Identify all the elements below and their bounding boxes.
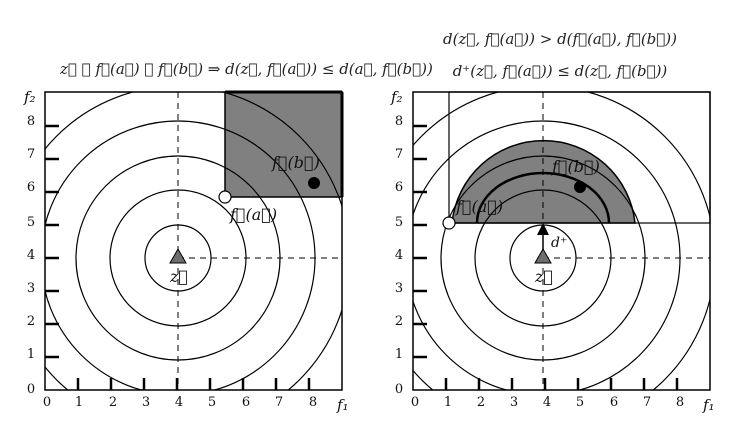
left-ytick-7: 7	[27, 147, 35, 162]
right-panel-title-line1: d(z⃗, f⃗(a⃗)) > d(f⃗(a⃗), f⃗(b⃗))	[443, 30, 677, 48]
right-xtick-2: 2	[477, 395, 485, 410]
left-panel-title: z⃗ ≺ f⃗(a⃗) ≺ f⃗(b⃗) ⇒ d(z⃗, f⃗(a⃗)) ≤ d…	[60, 60, 433, 78]
left-ytick-5: 5	[27, 215, 35, 230]
right-ytick-7: 7	[395, 147, 403, 162]
left-x-axis-label: f₁	[336, 396, 349, 414]
right-point-b-marker	[574, 181, 586, 193]
left-point-b-label: f⃗(b⃗)	[271, 153, 320, 172]
left-point-a-marker	[218, 190, 232, 204]
left-xtick-4: 4	[175, 395, 183, 410]
left-xtick-2: 2	[109, 395, 117, 410]
right-x-axis-label: f₁	[702, 396, 715, 414]
left-shaded-region	[224, 91, 343, 198]
left-y-axis-label: f₂	[23, 88, 36, 106]
left-point-b-marker	[308, 177, 320, 189]
right-panel-title-line2: d⁺(z⃗, f⃗(a⃗)) ≤ d(z⃗, f⃗(b⃗))	[452, 62, 668, 80]
right-ytick-1: 1	[395, 347, 403, 362]
right-xtick-6: 6	[610, 395, 618, 410]
left-xtick-6: 6	[242, 395, 250, 410]
right-point-a-marker	[442, 216, 456, 230]
right-ytick-4: 4	[395, 248, 403, 263]
left-plot-frame	[44, 91, 343, 391]
right-reference-point-marker	[534, 247, 552, 264]
left-ytick-3: 3	[27, 281, 35, 296]
right-xtick-3: 3	[510, 395, 518, 410]
right-ytick-3: 3	[395, 281, 403, 296]
left-point-a-label: f⃗(a⃗)	[229, 205, 277, 224]
left-panel: 0 1 2 3 4 5 6 7 8 f₁ 0 1 2 3 4 5 6 7 8 f…	[23, 88, 349, 414]
right-xtick-7: 7	[643, 395, 651, 410]
right-point-b-label: f⃗(b⃗)	[551, 157, 600, 176]
right-ytick-6: 6	[395, 180, 403, 195]
left-reference-point-marker	[169, 247, 187, 264]
right-plot-frame	[412, 91, 711, 391]
right-d-plus-label: d⁺	[551, 235, 567, 251]
left-xtick-5: 5	[208, 395, 216, 410]
left-ytick-1: 1	[27, 347, 35, 362]
right-y-axis-label: f₂	[390, 88, 403, 106]
left-ytick-4: 4	[27, 248, 35, 263]
right-ytick-2: 2	[395, 314, 403, 329]
right-xtick-8: 8	[676, 395, 684, 410]
left-ytick-2: 2	[27, 314, 35, 329]
right-point-a-label: f⃗(a⃗)	[455, 197, 503, 216]
left-ytick-8: 8	[27, 114, 35, 129]
left-xtick-0: 0	[43, 395, 51, 410]
right-reference-label: z⃗	[534, 267, 553, 286]
left-xtick-1: 1	[75, 395, 83, 410]
right-xtick-5: 5	[576, 395, 584, 410]
left-xtick-3: 3	[142, 395, 150, 410]
left-ytick-6: 6	[27, 180, 35, 195]
left-xtick-8: 8	[309, 395, 317, 410]
right-ytick-5: 5	[395, 215, 403, 230]
right-ytick-0: 0	[395, 382, 403, 397]
right-xtick-0: 0	[411, 395, 419, 410]
right-xtick-1: 1	[444, 395, 452, 410]
left-ytick-0: 0	[27, 382, 35, 397]
left-xtick-7: 7	[275, 395, 283, 410]
right-panel: 0 1 2 3 4 5 6 7 8 f₁ 0 1 2 3 4 5 6 7 8 f…	[390, 88, 715, 414]
right-xtick-4: 4	[543, 395, 551, 410]
right-ytick-8: 8	[395, 114, 403, 129]
left-reference-label: z⃗	[169, 267, 188, 286]
